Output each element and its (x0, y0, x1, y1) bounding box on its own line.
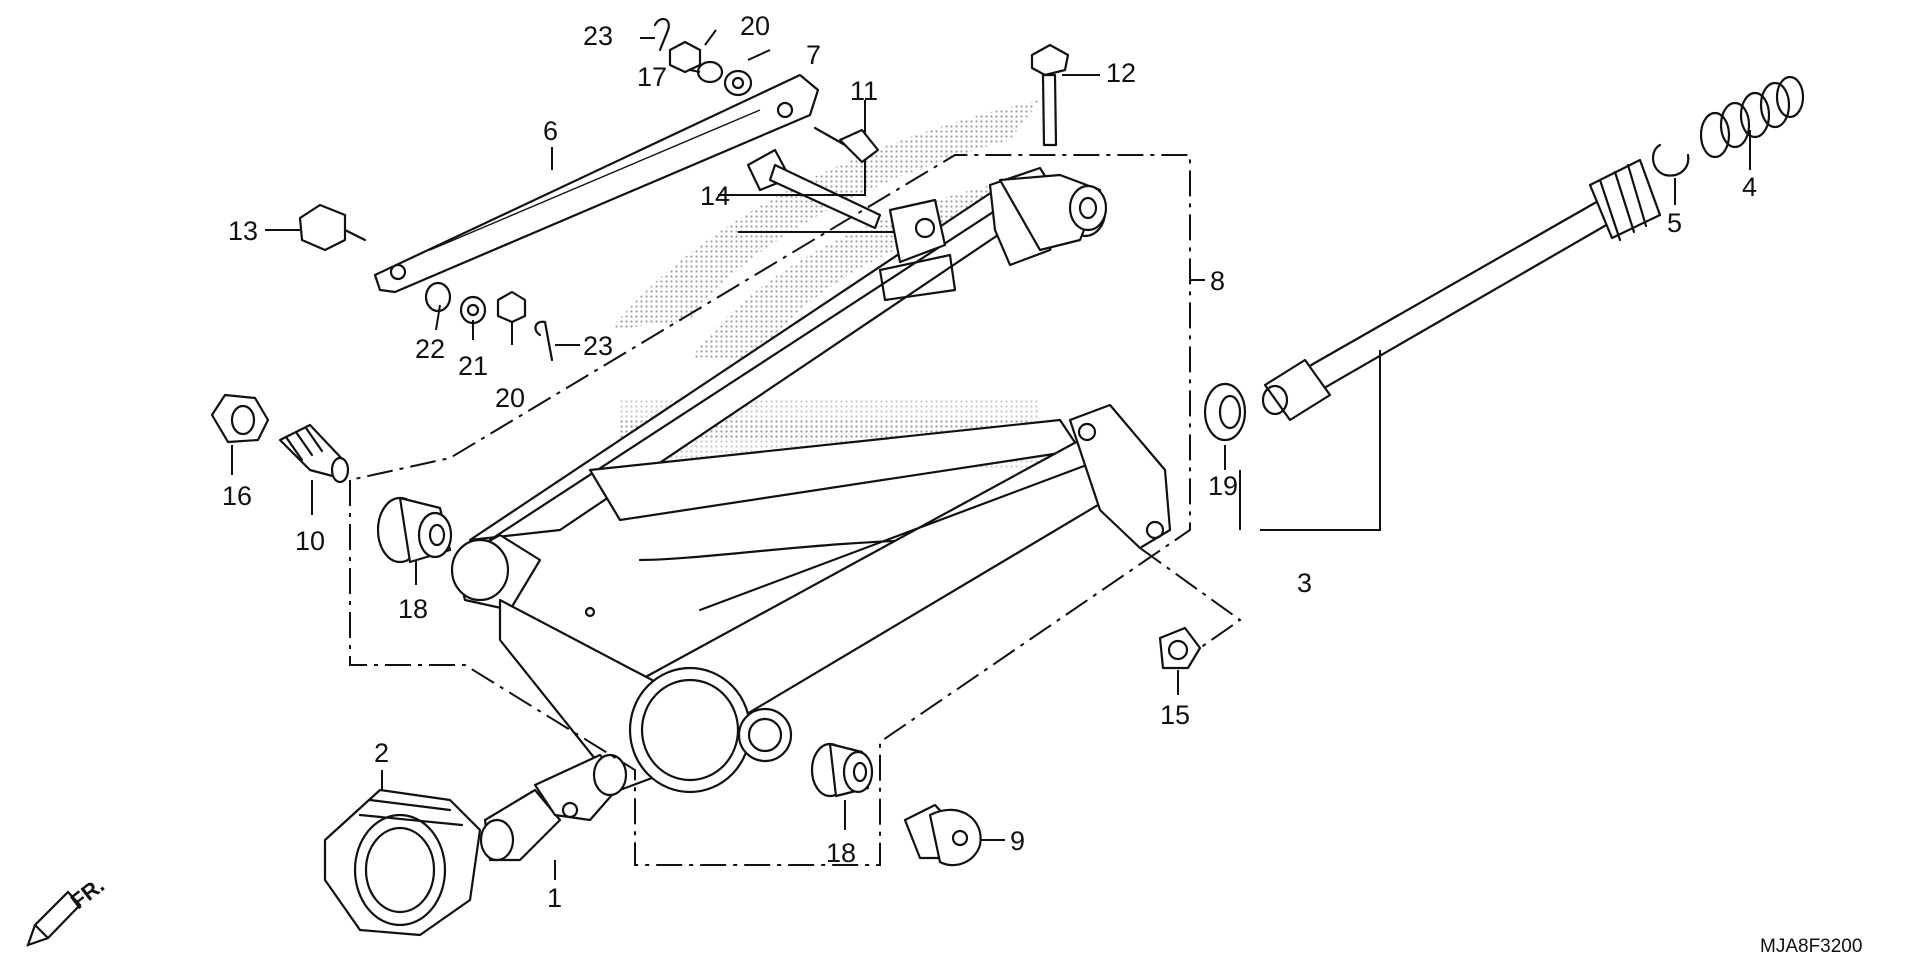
callout-19: 19 (1208, 471, 1238, 501)
bolt-9 (903, 803, 982, 867)
callout-1: 1 (547, 883, 562, 913)
bolt-12 (1030, 43, 1070, 147)
callout-23b: 23 (583, 331, 613, 361)
callout-3: 3 (1297, 568, 1312, 598)
spring (1699, 75, 1805, 159)
lock-nut-16 (210, 393, 270, 444)
callout-7: 7 (806, 40, 821, 70)
drive-shaft (1261, 158, 1662, 422)
circlip (1652, 143, 1690, 177)
callout-15: 15 (1160, 700, 1190, 730)
bracket-nut-15 (1139, 547, 1242, 649)
callout-17: 17 (637, 62, 667, 92)
callout-22: 22 (415, 334, 445, 364)
universal-joint-1 (479, 753, 628, 862)
callout-4: 4 (1742, 172, 1757, 202)
callout-20a: 20 (740, 11, 770, 41)
bolt-11 (813, 126, 880, 164)
callout-5: 5 (1667, 208, 1682, 238)
bushing-18-lower (810, 742, 874, 798)
callout-2: 2 (374, 738, 389, 768)
leader-lines (231, 29, 1751, 880)
callout-18a: 18 (398, 594, 428, 624)
callout-11: 11 (850, 76, 878, 106)
torque-rod (373, 73, 820, 294)
swingarm-assembly (450, 166, 1172, 794)
diagram-code: MJA8F3200 (1760, 936, 1862, 957)
callout-9: 9 (1010, 826, 1025, 856)
callout-labels: 1 2 3 4 5 6 7 8 9 10 11 12 13 14 15 16 1… (222, 11, 1757, 913)
callout-10: 10 (295, 526, 325, 556)
boot-2 (323, 788, 482, 937)
callout-20b: 20 (495, 383, 525, 413)
callout-14: 14 (700, 181, 730, 211)
callout-12: 12 (1106, 58, 1136, 88)
front-direction-marker: FR. (26, 872, 109, 947)
callout-23a: 23 (583, 21, 613, 51)
callout-6: 6 (543, 116, 558, 146)
oil-seal-19 (1203, 382, 1247, 442)
callout-8: 8 (1210, 266, 1225, 296)
callout-16: 16 (222, 481, 252, 511)
pivot-pin-14 (746, 148, 882, 230)
callout-21: 21 (458, 351, 488, 381)
callout-13: 13 (228, 216, 258, 246)
callout-18b: 18 (826, 838, 856, 868)
bracket-swingarm-group (349, 154, 1191, 866)
small-hardware (424, 17, 753, 362)
pivot-bolt-10 (278, 423, 350, 484)
flange-nut-15 (1158, 626, 1202, 670)
bushing-18-upper (376, 496, 453, 564)
bolt-13 (298, 203, 367, 252)
